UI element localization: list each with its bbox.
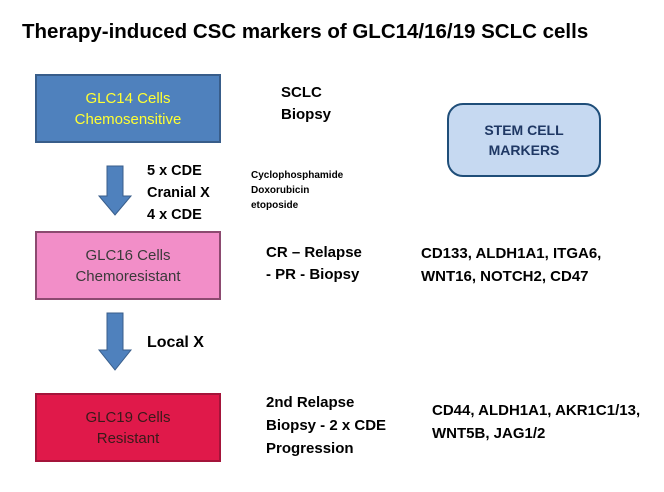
drug-list: Cyclophosphamide Doxorubicin etoposide [251, 168, 343, 213]
markers-glc19: CD44, ALDH1A1, AKR1C1/13, WNT5B, JAG1/2 [432, 399, 640, 445]
glc14-status: Chemosensitive [74, 110, 182, 128]
clinical-line: Biopsy - 2 x CDE [266, 417, 387, 434]
stem-cell-label: MARKERS [488, 142, 560, 158]
glc14-name: GLC14 Cells [85, 89, 171, 107]
glc16-cells-box: GLC16 Cells Chemoresistant [35, 231, 221, 300]
treatment-labels-1: 5 x CDE Cranial X 4 x CDE [147, 160, 210, 226]
glc16-name: GLC16 Cells [85, 246, 171, 264]
clinical-note-3: 2nd Relapse Biopsy - 2 x CDE Progression [266, 391, 386, 460]
drug-item: Doxorubicin [251, 185, 310, 196]
clinical-line: Progression [266, 440, 354, 457]
marker-line: WNT16, NOTCH2, CD47 [421, 268, 589, 285]
glc19-name: GLC19 Cells [85, 408, 171, 426]
treatment-label: Local X [147, 334, 204, 351]
glc16-status: Chemoresistant [75, 267, 181, 285]
clinical-line: 2nd Relapse [266, 394, 355, 411]
treatment-labels-2: Local X [147, 334, 204, 352]
drug-item: Cyclophosphamide [251, 170, 344, 181]
treatment-label: Cranial X [147, 185, 210, 201]
clinical-note-1: SCLC Biopsy [281, 82, 331, 126]
clinical-line: Biopsy [281, 106, 332, 123]
marker-line: WNT5B, JAG1/2 [432, 425, 546, 442]
markers-glc16: CD133, ALDH1A1, ITGA6, WNT16, NOTCH2, CD… [421, 242, 601, 288]
clinical-line: CR – Relapse [266, 244, 362, 261]
treatment-label: 5 x CDE [147, 163, 202, 179]
stem-cell-markers-box: STEM CELL MARKERS [447, 103, 601, 177]
diagram-title: Therapy-induced CSC markers of GLC14/16/… [22, 20, 589, 43]
stem-cell-label: STEM CELL [484, 122, 564, 138]
down-arrow-1 [97, 165, 133, 216]
marker-line: CD44, ALDH1A1, AKR1C1/13, [432, 402, 641, 419]
drug-item: etoposide [251, 200, 299, 211]
marker-line: CD133, ALDH1A1, ITGA6, [421, 245, 602, 262]
clinical-line: - PR - Biopsy [266, 266, 360, 283]
glc19-cells-box: GLC19 Cells Resistant [35, 393, 221, 462]
down-arrow-2 [97, 312, 133, 371]
glc14-cells-box: GLC14 Cells Chemosensitive [35, 74, 221, 143]
glc19-status: Resistant [96, 429, 160, 447]
clinical-line: SCLC [281, 84, 322, 101]
clinical-note-2: CR – Relapse - PR - Biopsy [266, 242, 362, 286]
treatment-label: 4 x CDE [147, 207, 202, 223]
